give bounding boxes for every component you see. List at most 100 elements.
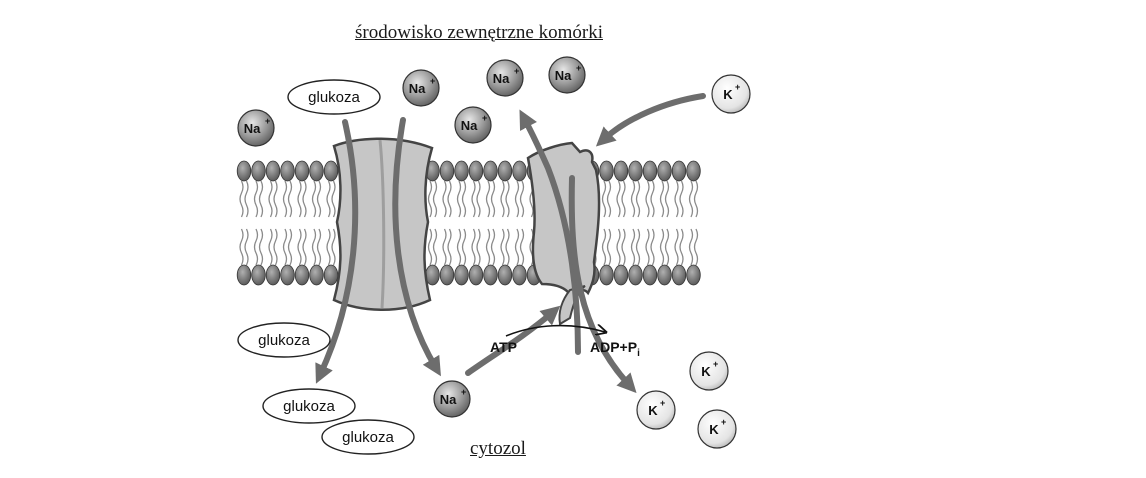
lipid-tail: [253, 180, 259, 218]
phospholipid-head: [628, 264, 643, 286]
lipid-tail: [461, 228, 467, 266]
phospholipid-head: [657, 160, 672, 182]
lipid-tail: [650, 180, 655, 218]
lipid-tail: [432, 228, 438, 266]
potassium-release-arrow: [568, 175, 637, 394]
svg-text:+: +: [265, 116, 270, 126]
svg-text:Na: Na: [461, 118, 478, 133]
svg-text:K: K: [648, 403, 658, 418]
phospholipid-head: [512, 264, 527, 286]
lipid-tail: [505, 180, 510, 218]
svg-text:K: K: [723, 87, 733, 102]
lipid-tail: [471, 180, 476, 218]
lipid-tail: [239, 228, 244, 266]
phospholipid-head: [294, 264, 310, 286]
phospholipid-head: [657, 264, 672, 286]
sodium-ion: Na +: [454, 106, 492, 144]
svg-text:+: +: [721, 417, 726, 427]
potassium-ion: K +: [636, 390, 676, 430]
lipid-tail: [693, 180, 699, 218]
lipid-tail: [630, 228, 636, 266]
lipid-tail: [447, 180, 452, 218]
phospholipid-head: [686, 264, 701, 286]
lipid-tail: [442, 228, 447, 266]
phospholipid-heads: [236, 160, 701, 286]
phospholipid-head: [686, 160, 701, 182]
lipid-tail: [500, 180, 505, 218]
lipid-tail: [621, 228, 626, 266]
lipid-tail: [679, 228, 684, 266]
sodium-influx-arrow: [392, 117, 441, 377]
sodium-ion: Na +: [237, 109, 275, 147]
sodium-ion: Na +: [402, 69, 440, 107]
svg-text:glukoza: glukoza: [258, 332, 310, 349]
lipid-tail: [282, 228, 288, 266]
lipid-tail: [427, 228, 433, 266]
phospholipid-head: [236, 264, 252, 286]
lipid-tail: [447, 228, 452, 266]
svg-text:Na: Na: [493, 71, 510, 86]
sodium-ion: Na +: [548, 56, 586, 94]
lipid-tail: [316, 180, 322, 218]
cytosol-label: cytozol: [470, 438, 526, 459]
lipid-tail: [659, 228, 665, 266]
adp-pi-label: ADP+Pi: [590, 339, 640, 359]
svg-text:+: +: [713, 359, 718, 369]
lipid-tail: [311, 228, 317, 266]
lipid-tail: [253, 228, 259, 266]
lipid-tail: [476, 180, 481, 218]
phospholipid-head: [265, 264, 281, 286]
svg-text:Na: Na: [440, 392, 457, 407]
lipid-tail: [490, 228, 496, 266]
lipid-tail: [519, 228, 525, 266]
lipid-tail: [316, 228, 322, 266]
phospholipid-head: [642, 264, 658, 286]
svg-text:+: +: [576, 63, 581, 73]
lipid-tail: [461, 180, 467, 218]
lipid-tail: [659, 180, 665, 218]
svg-text:+: +: [482, 113, 487, 123]
lipid-tail: [693, 228, 699, 266]
lipid-tail: [456, 180, 462, 218]
phospholipid-head: [497, 160, 513, 182]
phospholipid-head: [642, 160, 658, 182]
lipid-tail: [606, 180, 612, 218]
svg-text:K: K: [701, 364, 711, 379]
lipid-tail: [258, 228, 264, 266]
phospholipid-head: [483, 264, 498, 286]
sodium-glucose-symporter: [332, 137, 434, 311]
phospholipid-head: [483, 160, 498, 182]
lipid-tail: [273, 180, 278, 218]
svg-text:glukoza: glukoza: [283, 398, 335, 415]
lipid-tail: [606, 228, 612, 266]
lipid-tail: [664, 228, 670, 266]
svg-text:+: +: [735, 82, 740, 92]
svg-text:+: +: [660, 398, 665, 408]
lipid-tail: [514, 228, 520, 266]
svg-text:Na: Na: [555, 68, 572, 83]
lipid-tail: [331, 180, 336, 218]
lipid-tail: [616, 180, 621, 218]
sodium-potassium-pump: [526, 141, 601, 326]
phospholipid-head: [512, 160, 527, 182]
svg-text:glukoza: glukoza: [308, 89, 360, 106]
phospholipid-head: [251, 160, 266, 182]
lipid-tail: [679, 180, 684, 218]
lipid-tail: [519, 180, 525, 218]
lipid-tail: [505, 228, 510, 266]
phospholipid-head: [497, 264, 513, 286]
potassium-ion: K +: [689, 351, 729, 391]
lipid-tail: [258, 180, 264, 218]
phospholipid-head: [599, 264, 614, 286]
phospholipid-head: [454, 264, 469, 286]
lipid-tail: [302, 228, 307, 266]
lipid-tail: [311, 180, 317, 218]
lipid-tail: [442, 180, 447, 218]
lipid-tail: [297, 228, 302, 266]
sodium-ion: Na +: [486, 59, 524, 97]
phospholipid-head: [468, 264, 484, 286]
potassium-influx-arrow: [595, 93, 706, 147]
lipid-tail: [476, 228, 481, 266]
svg-text:K: K: [709, 422, 719, 437]
svg-text:Na: Na: [244, 121, 261, 136]
